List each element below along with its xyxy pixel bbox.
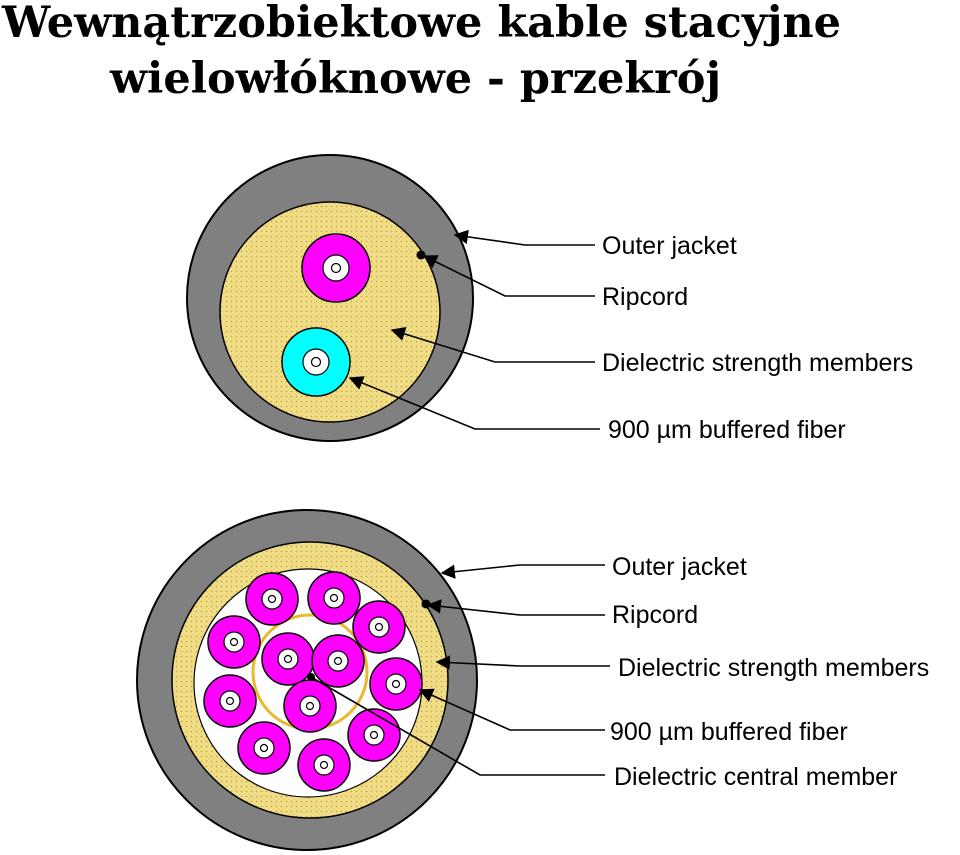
label-buffered-fiber: 900 µm buffered fiber <box>608 416 846 444</box>
buffered-fiber <box>307 571 361 625</box>
label-buffered-fiber: 900 µm buffered fiber <box>610 718 848 746</box>
label-ripcord: Ripcord <box>612 601 698 629</box>
label-outer-jacket: Outer jacket <box>602 232 737 260</box>
label-strength-members: Dielectric strength members <box>618 654 929 682</box>
strength-members <box>219 201 441 423</box>
title-line-2: wielowłóknowe - przekrój <box>110 54 722 104</box>
buffered-fiber <box>301 233 371 303</box>
buffered-fiber <box>369 657 423 711</box>
buffered-fiber <box>245 572 299 626</box>
buffered-fiber <box>207 615 261 669</box>
buffered-fiber <box>237 721 291 775</box>
buffered-fiber <box>261 632 315 686</box>
leader-strength <box>390 326 595 363</box>
buffered-fiber <box>311 634 365 688</box>
buffered-fiber <box>203 674 257 728</box>
buffered-fiber <box>297 738 351 792</box>
ripcord <box>421 599 431 609</box>
leader-ripcord <box>426 599 605 616</box>
label-ripcord: Ripcord <box>602 283 688 311</box>
leader-outer-jacket <box>440 564 605 579</box>
leader-ripcord <box>422 255 595 297</box>
buffered-fiber <box>281 327 351 397</box>
leader-buffered <box>418 688 605 731</box>
twelve-fiber-cable: Outer jacket Ripcord Dielectric strength… <box>136 509 929 851</box>
buffered-fiber <box>283 679 337 733</box>
label-outer-jacket: Outer jacket <box>612 553 747 581</box>
buffered-fibers <box>203 571 423 792</box>
buffered-fiber <box>352 600 406 654</box>
ripcord <box>416 250 426 260</box>
leader-central <box>310 676 605 776</box>
label-strength-members: Dielectric strength members <box>602 349 913 377</box>
leader-strength <box>435 655 610 670</box>
title-line-1: Wewnątrzobiektowe kable stacyjne <box>2 0 842 48</box>
leader-buffered <box>348 376 600 430</box>
buffered-fiber <box>347 708 401 762</box>
leader-lines <box>348 229 600 430</box>
label-central-member: Dielectric central member <box>614 763 897 791</box>
two-fiber-cable: Outer jacket Ripcord Dielectric strength… <box>186 154 913 444</box>
leader-lines <box>310 564 610 776</box>
leader-outer-jacket <box>453 229 595 246</box>
